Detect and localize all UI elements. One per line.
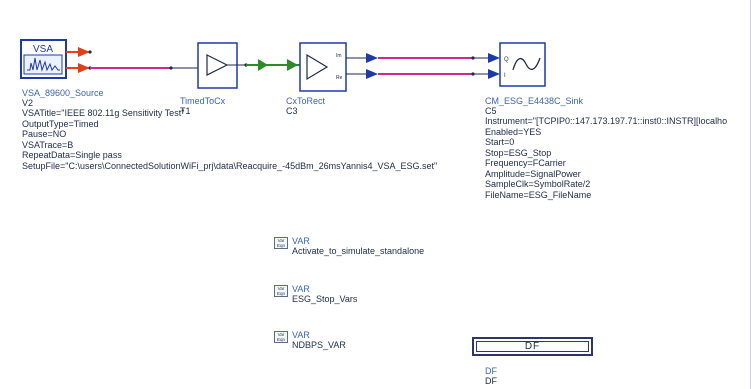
- var-eqn-icon: Var Eqn: [274, 331, 288, 343]
- cx-to-rect-symbol[interactable]: Im Re: [299, 42, 366, 92]
- sink-params: Instrument="[TCPIP0::147.173.197.71::ins…: [485, 116, 728, 200]
- source-id: V2: [22, 98, 34, 108]
- var-eqn-icon: Var Eqn: [274, 285, 288, 297]
- port-i-label: I: [504, 73, 506, 79]
- esg-sink-symbol[interactable]: Q I: [499, 42, 546, 87]
- var-name: Activate_to_simulate_standalone: [292, 246, 425, 256]
- var-type: VAR: [292, 236, 310, 246]
- sink-name: CM_ESG_E4438C_Sink: [485, 96, 584, 106]
- var-block-ndbps[interactable]: Var Eqn VAR NDBPS_VAR: [274, 330, 346, 350]
- var-type: VAR: [292, 284, 310, 294]
- sink-id: C5: [485, 106, 497, 116]
- df-type: DF: [485, 366, 497, 376]
- source-name: VSA_89600_Source: [22, 88, 104, 98]
- port-im-label: Im: [336, 53, 342, 59]
- var-eqn-icon: Var Eqn: [274, 237, 288, 249]
- port-re-label: Re: [336, 75, 343, 81]
- sine-wave-icon: [512, 57, 541, 71]
- port-q-label: Q: [504, 57, 509, 63]
- var-block-activate[interactable]: Var Eqn VAR Activate_to_simulate_standal…: [274, 236, 424, 256]
- timed-to-cx-name: TimedToCx: [180, 96, 226, 106]
- var-name: NDBPS_VAR: [292, 340, 346, 350]
- timed-to-cx-symbol[interactable]: [197, 42, 248, 89]
- source-params: VSATitle="IEEE 802.11g Sensitivity Test"…: [22, 108, 438, 171]
- df-controller[interactable]: DF: [472, 337, 593, 356]
- timed-to-cx-id: T1: [180, 106, 191, 116]
- vsa-icon-label: VSA: [33, 44, 53, 55]
- var-name: ESG_Stop_Vars: [292, 294, 358, 304]
- df-id: DF: [485, 376, 497, 386]
- cx-to-rect-id: C3: [286, 106, 298, 116]
- var-block-esg-stop[interactable]: Var Eqn VAR ESG_Stop_Vars: [274, 284, 357, 304]
- cx-to-rect-name: CxToRect: [286, 96, 326, 106]
- df-box-label: DF: [524, 341, 541, 352]
- vsa-source-symbol[interactable]: VSA: [20, 39, 92, 79]
- var-type: VAR: [292, 330, 310, 340]
